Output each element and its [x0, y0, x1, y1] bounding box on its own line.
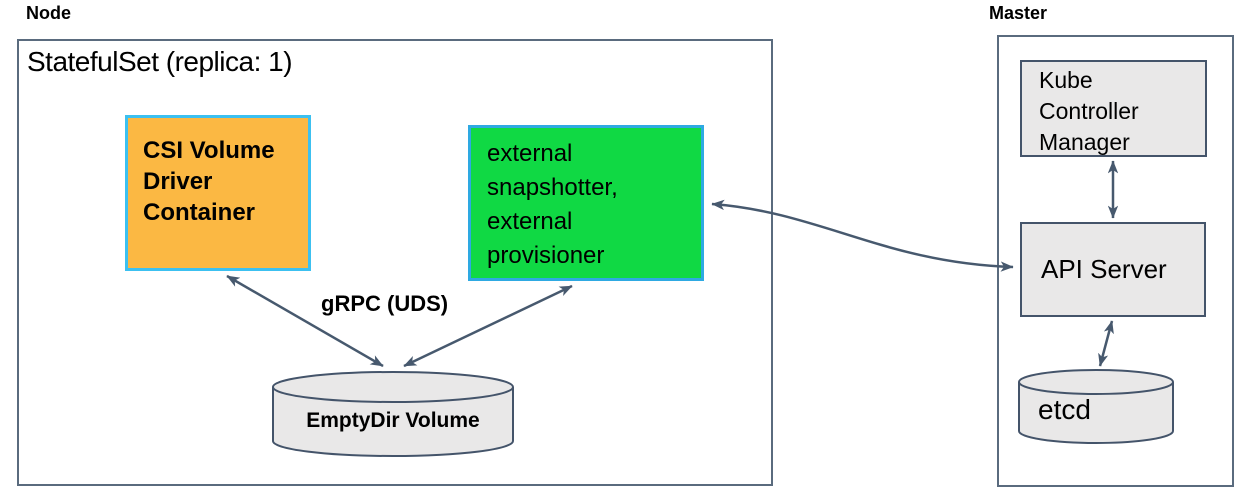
- kcm-box-line: Kube: [1039, 67, 1093, 93]
- statefulset-label: StatefulSet (replica: 1): [27, 46, 293, 77]
- kcm-box-line: Controller: [1039, 98, 1139, 124]
- sidecar-box-line: provisioner: [487, 242, 605, 269]
- etcd-label: etcd: [1038, 394, 1091, 425]
- sidecar-box-line: external: [487, 140, 573, 167]
- grpc-uds-label: gRPC (UDS): [321, 291, 449, 316]
- node-label: Node: [26, 3, 71, 23]
- csi-box-line: CSI Volume: [143, 137, 275, 164]
- csi-box-line: Driver: [143, 168, 213, 195]
- csi-box-line: Container: [143, 199, 256, 226]
- emptydir-volume-label: EmptyDir Volume: [306, 409, 480, 432]
- kube-controller-manager-box: Kube Controller Manager: [1020, 60, 1207, 157]
- csi-volume-driver-box: CSI Volume Driver Container: [125, 115, 311, 271]
- external-sidecars-box: external snapshotter, external provision…: [468, 125, 704, 281]
- kcm-box-line: Manager: [1039, 129, 1130, 155]
- api-server-box: API Server: [1020, 222, 1206, 317]
- sidecar-box-line: snapshotter,: [487, 174, 618, 201]
- master-label: Master: [989, 3, 1048, 23]
- sidecar-box-line: external: [487, 208, 573, 235]
